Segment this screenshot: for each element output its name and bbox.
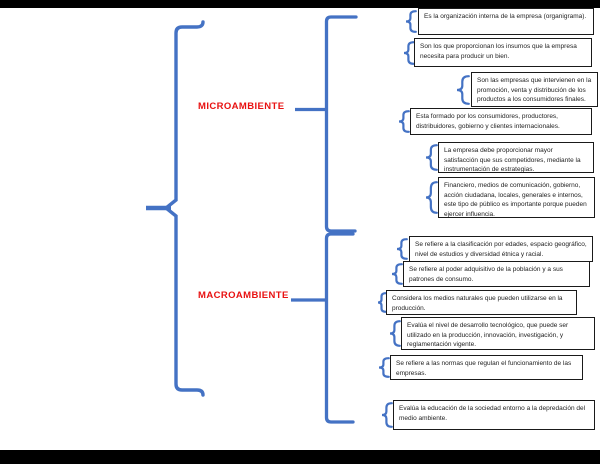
group1-bracket-icon: [295, 15, 358, 233]
concept-box: Financiero, medios de comunicación, gobi…: [438, 177, 595, 218]
box-brace-icon: [405, 10, 417, 33]
box-brace-icon: [391, 263, 403, 285]
category-label-macroambiente: MACROAMBIENTE: [198, 290, 289, 301]
concept-box: La empresa debe proporcionar mayor satis…: [438, 142, 594, 173]
box-brace-icon: [425, 181, 438, 214]
concept-box: Se refiere al poder adquisitivo de la po…: [403, 261, 590, 287]
box-brace-icon: [381, 402, 393, 428]
box-brace-icon: [378, 357, 390, 378]
concept-box: Se refiere a la clasificación por edades…: [409, 236, 593, 262]
box-brace-icon: [403, 41, 415, 65]
box-brace-icon: [396, 238, 408, 260]
category-label-microambiente: MICROAMBIENTE: [198, 101, 285, 112]
concept-box: Es la organización interna de la empresa…: [418, 8, 594, 35]
concept-box: Esta formado por los consumidores, produ…: [410, 108, 592, 135]
concept-box: Son los que proporcionan los insumos que…: [414, 38, 592, 67]
box-brace-icon: [456, 75, 470, 105]
concept-box: Son las empresas que intervienen en la p…: [471, 72, 598, 107]
box-brace-icon: [389, 320, 401, 347]
root-brace-icon: [146, 20, 205, 397]
letterbox-bottom: [0, 450, 600, 464]
concept-box: Evalúa el nivel de desarrollo tecnológic…: [401, 317, 595, 350]
concept-box: Considera los medios naturales que puede…: [386, 290, 577, 315]
box-brace-icon: [398, 110, 410, 133]
box-brace-icon: [425, 144, 438, 171]
group2-bracket-icon: [291, 232, 355, 424]
concept-box: Evalúa la educación de la sociedad entor…: [393, 400, 595, 430]
box-brace-icon: [377, 292, 387, 313]
concept-box: Se refiere a las normas que regulan el f…: [390, 355, 583, 380]
letterbox-top: [0, 0, 600, 8]
